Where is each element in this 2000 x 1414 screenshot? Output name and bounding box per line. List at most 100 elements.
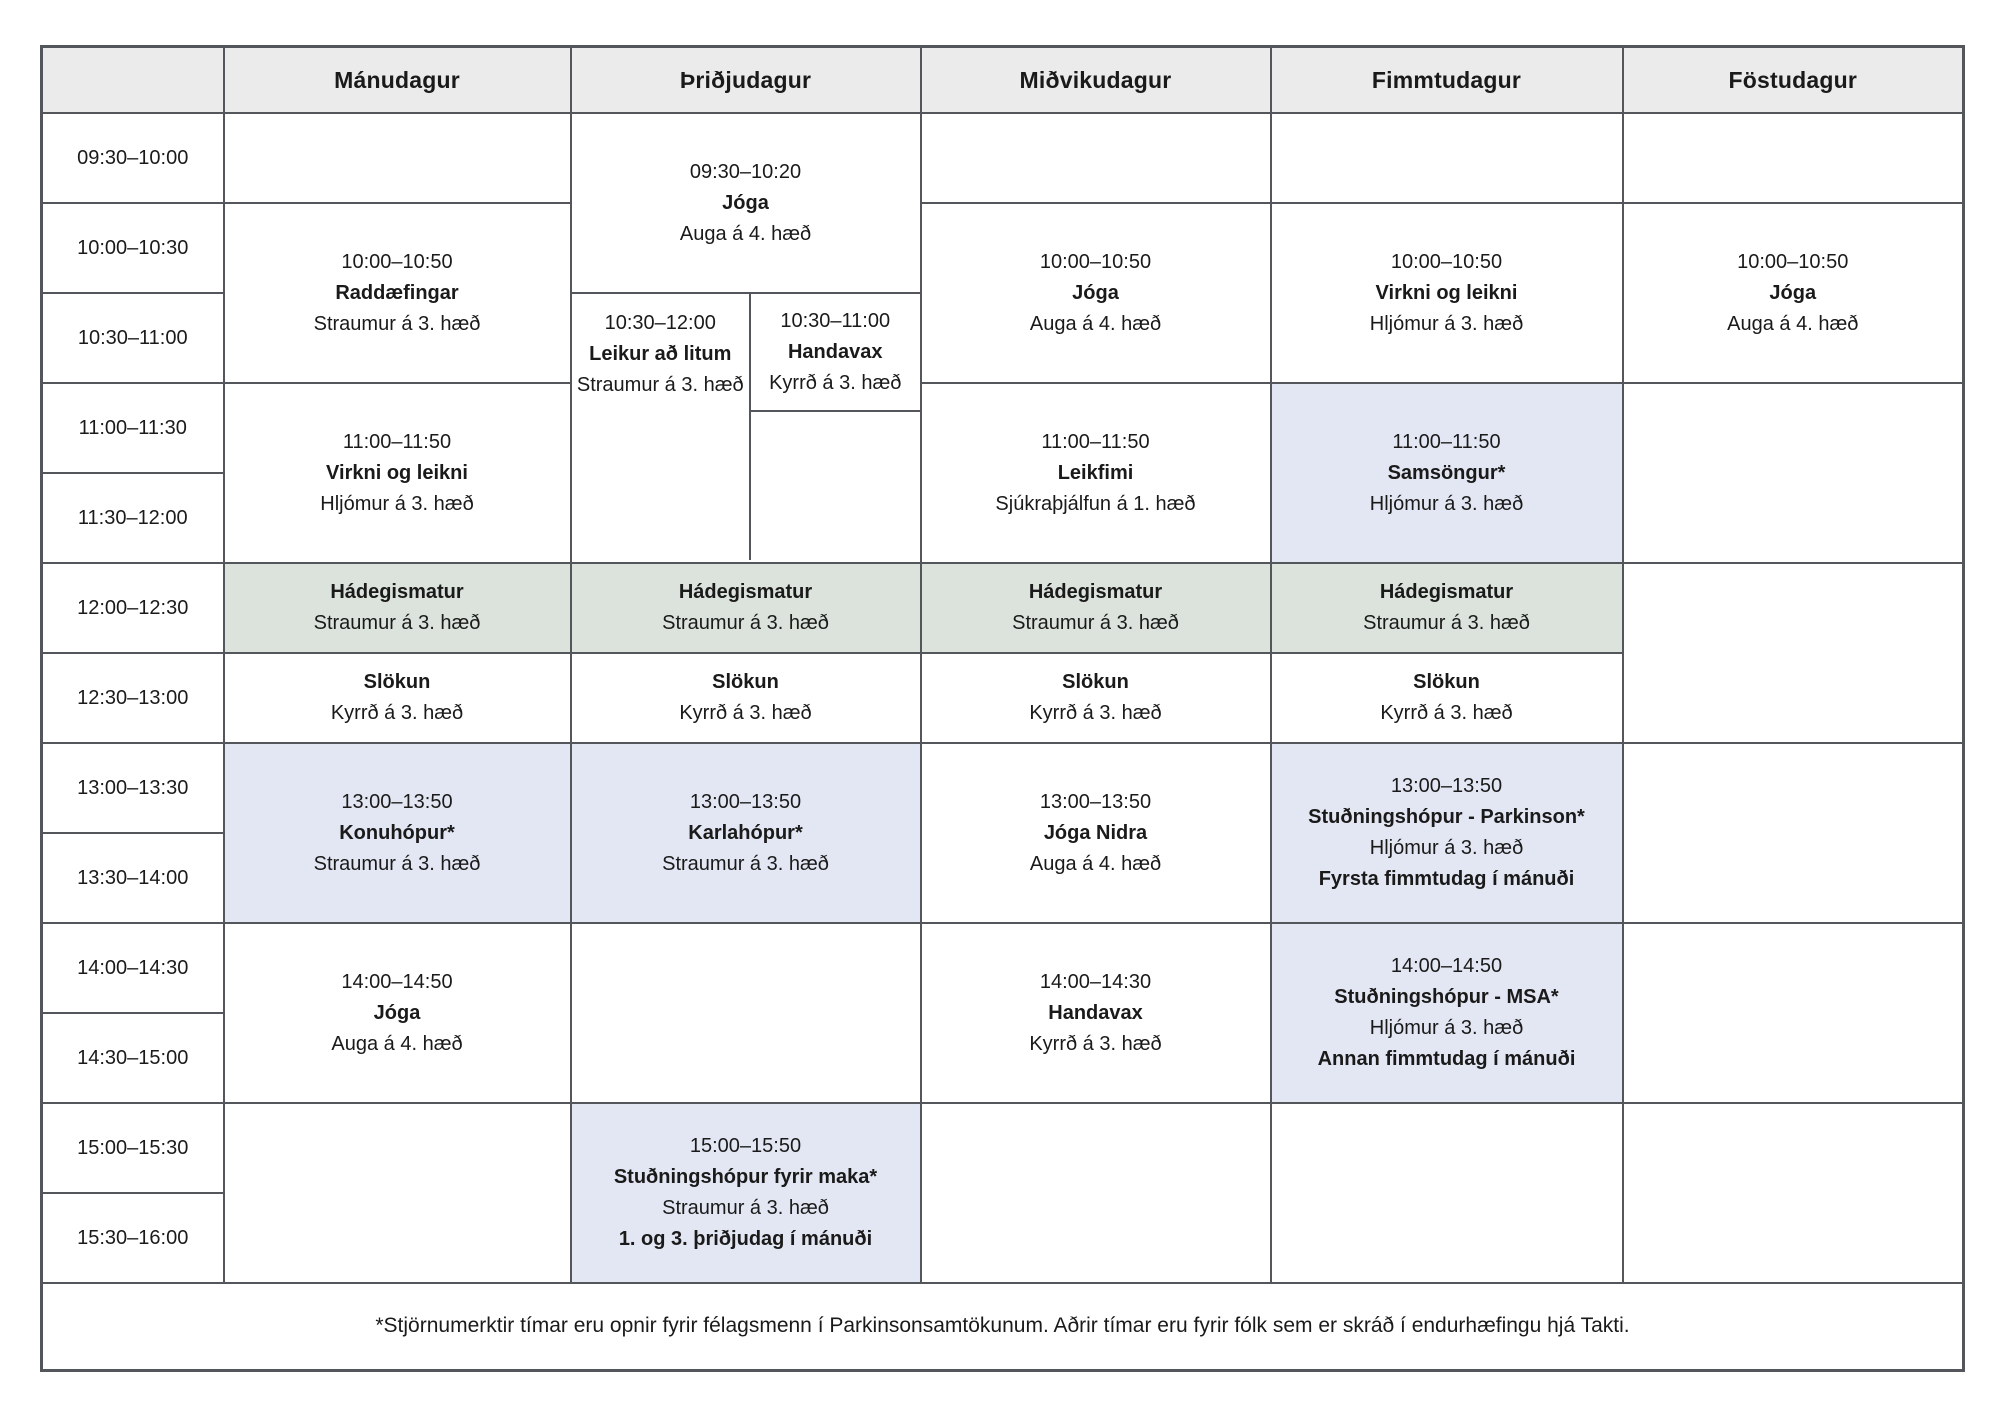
event-location: Hljómur á 3. hæð [1369,837,1524,859]
event-location: Sjúkraþjálfun á 1. hæð [995,492,1196,515]
event-wednesday-joga: 10:00–10:50 Jóga Auga á 4. hæð [919,202,1272,384]
event-time: 13:00–13:50 [1390,775,1503,797]
event-title: Slökun [1062,671,1129,693]
time-slot-1200-1230: 12:00–12:30 [40,562,225,654]
event-time: 14:00–14:50 [341,970,453,993]
event-wednesday-slokun: Slökun Kyrrð á 3. hæð [919,652,1272,744]
event-monday-virkni-og-leikni: 11:00–11:50 Virkni og leikni Hljómur á 3… [222,382,572,564]
event-monday-hadegismatur: Hádegismatur Straumur á 3. hæð [222,562,572,654]
event-location: Hljómur á 3. hæð [320,492,474,515]
day-header-friday: Föstudagur [1621,45,1965,114]
empty-cell [1621,112,1965,204]
event-tuesday-hadegismatur: Hádegismatur Straumur á 3. hæð [569,562,922,654]
event-location: Kyrrð á 3. hæð [330,702,464,724]
event-location: Auga á 4. hæð [1727,312,1859,335]
empty-cell [1269,112,1624,204]
event-title: Virkni og leikni [1375,281,1518,304]
event-time: 10:30–11:00 [780,309,891,332]
event-note: Fyrsta fimmtudag í mánuði [1318,868,1575,890]
corner-cell [40,45,225,114]
event-note: 1. og 3. þriðjudag í mánuði [618,1228,873,1250]
event-thursday-samsongur: 11:00–11:50 Samsöngur* Hljómur á 3. hæð [1269,382,1624,564]
event-thursday-virkni-og-leikni: 10:00–10:50 Virkni og leikni Hljómur á 3… [1269,202,1624,384]
event-title: Karlahópur* [688,821,803,844]
event-time: 10:00–10:50 [1039,250,1152,273]
event-location: Straumur á 3. hæð [662,612,829,634]
event-wednesday-leikfimi: 11:00–11:50 Leikfimi Sjúkraþjálfun á 1. … [919,382,1272,564]
event-location: Auga á 4. hæð [1029,312,1162,335]
event-monday-raddaefingar: 10:00–10:50 Raddæfingar Straumur á 3. hæ… [222,202,572,384]
day-header-wednesday: Miðvikudagur [919,45,1272,114]
event-title: Jóga [373,1001,421,1024]
event-title: Slökun [712,671,779,693]
day-header-monday: Mánudagur [222,45,572,114]
event-title: Hádegismatur [330,581,464,603]
event-tuesday-leikur-ad-litum: 10:30–12:00 Leikur að litum Straumur á 3… [573,295,749,560]
event-location: Kyrrð á 3. hæð [1029,1032,1162,1055]
event-tuesday-karlahopur: 13:00–13:50 Karlahópur* Straumur á 3. hæ… [569,742,922,924]
event-location: Auga á 4. hæð [679,222,812,245]
empty-cell [751,412,919,560]
event-location: Kyrrð á 3. hæð [1380,702,1513,724]
empty-cell [222,112,572,204]
event-time: 15:00–15:50 [689,1135,802,1157]
event-location: Straumur á 3. hæð [313,312,481,335]
event-title: Slökun [363,671,431,693]
event-location: Straumur á 3. hæð [576,374,744,396]
event-title: Stuðningshópur fyrir maka* [613,1166,878,1188]
event-friday-joga: 10:00–10:50 Jóga Auga á 4. hæð [1621,202,1965,384]
event-location: Straumur á 3. hæð [662,1197,829,1219]
time-slot-1230-1300: 12:30–13:00 [40,652,225,744]
event-time: 14:00–14:30 [1039,970,1152,993]
time-slot-1130-1200: 11:30–12:00 [40,472,225,564]
event-title: Hádegismatur [1379,581,1514,603]
event-location: Auga á 4. hæð [1029,852,1162,875]
event-monday-konuhopur: 13:00–13:50 Konuhópur* Straumur á 3. hæð [222,742,572,924]
event-title: Hádegismatur [678,581,813,603]
time-slot-1530-1600: 15:30–16:00 [40,1192,225,1284]
event-title: Raddæfingar [335,281,459,304]
event-location: Kyrrð á 3. hæð [1029,702,1162,724]
event-monday-slokun: Slökun Kyrrð á 3. hæð [222,652,572,744]
event-monday-joga: 14:00–14:50 Jóga Auga á 4. hæð [222,922,572,1104]
event-title: Hádegismatur [1028,581,1163,603]
event-title: Virkni og leikni [326,461,468,484]
event-thursday-msa: 14:00–14:50 Stuðningshópur - MSA* Hljómu… [1269,922,1624,1104]
event-location: Kyrrð á 3. hæð [769,371,902,394]
time-slot-1400-1430: 14:00–14:30 [40,922,225,1014]
event-time: 13:00–13:50 [689,790,802,813]
event-time: 14:00–14:50 [1390,955,1503,977]
event-title: Samsöngur* [1387,461,1506,484]
event-title: Stuðningshópur - Parkinson* [1308,806,1585,828]
event-time: 10:00–10:50 [1737,250,1849,273]
event-title: Jóga [1072,281,1119,304]
event-thursday-parkinson: 13:00–13:50 Stuðningshópur - Parkinson* … [1269,742,1624,924]
event-title: Handavax [787,340,883,363]
event-time: 09:30–10:20 [689,160,802,183]
event-title: Stuðningshópur - MSA* [1334,986,1559,1008]
event-time: 13:00–13:50 [1039,790,1152,813]
event-location: Straumur á 3. hæð [1363,612,1530,634]
time-slot-1330-1400: 13:30–14:00 [40,832,225,924]
event-thursday-slokun: Slökun Kyrrð á 3. hæð [1269,652,1624,744]
time-slot-1430-1500: 14:30–15:00 [40,1012,225,1104]
tuesday-split-cell: 10:30–12:00 Leikur að litum Straumur á 3… [569,292,922,564]
event-time: 11:00–11:50 [1041,430,1150,453]
empty-cell [1269,1102,1624,1284]
empty-cell [919,1102,1272,1284]
time-slot-1030-1100: 10:30–11:00 [40,292,225,384]
time-slot-0930-1000: 09:30–10:00 [40,112,225,204]
event-time: 10:30–12:00 [604,312,716,334]
event-time: 11:00–11:50 [1392,430,1501,453]
empty-cell [569,922,922,1104]
event-tuesday-slokun: Slökun Kyrrð á 3. hæð [569,652,922,744]
empty-cell [919,112,1272,204]
empty-cell [1621,922,1965,1104]
event-location: Kyrrð á 3. hæð [679,702,812,724]
event-wednesday-handavax: 14:00–14:30 Handavax Kyrrð á 3. hæð [919,922,1272,1104]
time-slot-1100-1130: 11:00–11:30 [40,382,225,474]
event-title: Jóga [722,191,769,214]
event-location: Straumur á 3. hæð [662,852,829,875]
time-slot-1000-1030: 10:00–10:30 [40,202,225,294]
